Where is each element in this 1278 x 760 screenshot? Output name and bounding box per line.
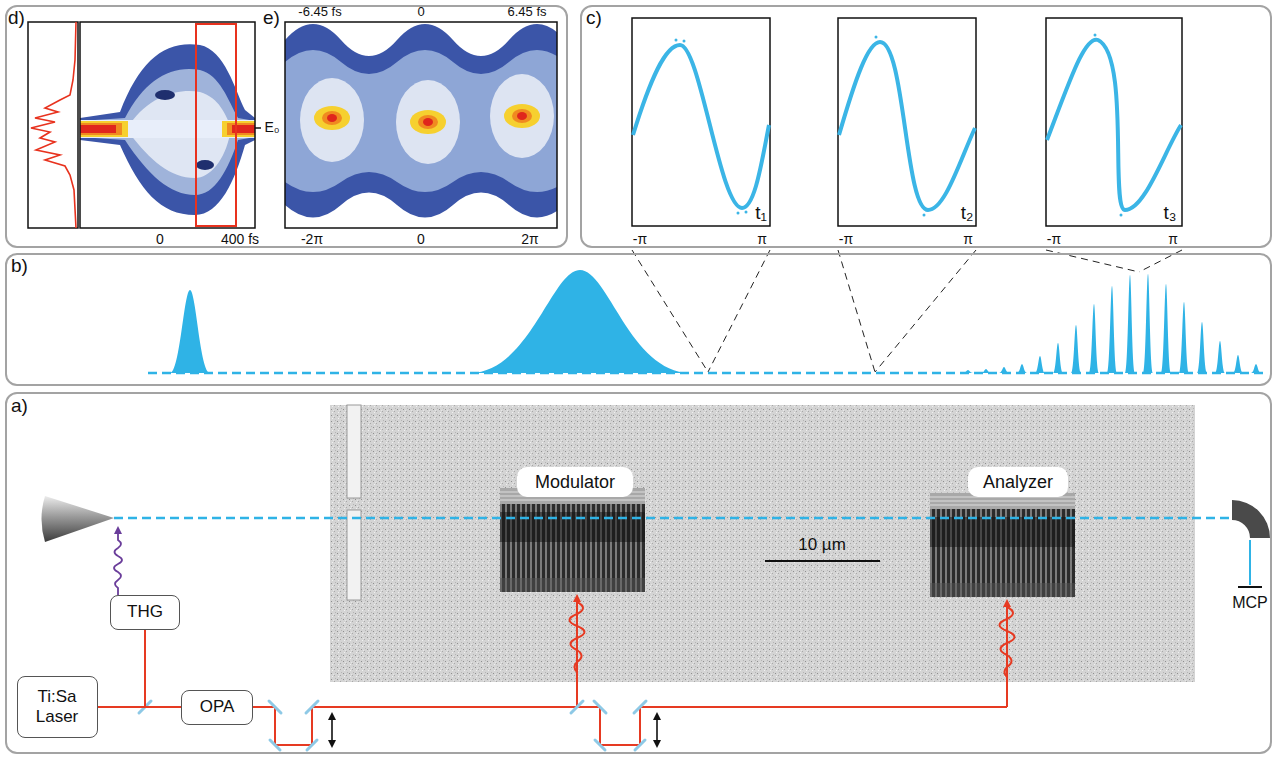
panel-letter: b): [11, 256, 28, 277]
time-label: t₃: [1163, 203, 1176, 224]
projection-lines: [632, 250, 1182, 372]
axis-tick: π: [757, 232, 767, 247]
axis-tick: π: [1168, 232, 1178, 247]
figure-panel: d) e): [5, 5, 568, 248]
delay-arrows: [328, 712, 661, 748]
sem-image: [330, 405, 1195, 682]
text-group: THG: [121, 602, 169, 622]
box-text: Analyzer: [977, 472, 1059, 493]
scale-bar-label: 10 µm: [798, 536, 846, 555]
axis-tick: 400 fs: [221, 232, 259, 247]
energy-spectrogram: [28, 22, 261, 228]
electron-pulses: [148, 270, 1265, 373]
detector: [1232, 500, 1270, 587]
axis-tick: -π: [633, 232, 647, 247]
text-group: Ti:Sa Laser: [18, 687, 97, 726]
axis-tick: -π: [1047, 232, 1061, 247]
axis-tick: π: [963, 232, 973, 247]
phase-spectrogram: [285, 22, 565, 228]
laser-beam: [98, 630, 146, 708]
box-text: Modulator: [529, 472, 621, 493]
figure-panel: a) Modulator AnalyzerTHG Ti:Sa Laser OPA: [5, 392, 1272, 754]
axis-tick: -2π: [301, 232, 323, 247]
phase-space-plots: [632, 18, 1182, 226]
laser-beams: [253, 596, 1015, 745]
detector-label: MCP: [1232, 594, 1268, 612]
axis-tick: 2π: [521, 232, 538, 247]
panel-letter: c): [586, 8, 602, 29]
energy-marker: E₀: [264, 120, 279, 135]
figure-panel: c): [580, 5, 1272, 248]
structure-label: Analyzer: [968, 467, 1068, 497]
laser-box: Ti:Sa Laser: [17, 676, 98, 738]
optics-box: THG: [110, 595, 180, 630]
emitter-tip: [42, 496, 115, 542]
panel-letter: d): [8, 8, 25, 29]
axis-tick: 0: [417, 232, 425, 247]
box-text: THG: [121, 602, 169, 622]
panel-letter: e): [263, 8, 280, 29]
analyzer-structure: [930, 493, 1075, 597]
panel-letter: a): [11, 396, 28, 417]
box-text: Ti:Sa Laser: [18, 687, 97, 726]
time-label: t₂: [961, 203, 974, 224]
figure-panel: b): [5, 253, 1272, 386]
text-group: Modulator: [529, 472, 621, 493]
structure-label: Modulator: [517, 467, 633, 497]
box-text: OPA: [194, 697, 241, 717]
electron-beam: [114, 517, 1232, 520]
text-group: Analyzer: [977, 472, 1059, 493]
time-label: t₁: [755, 203, 767, 224]
text-group: OPA: [194, 697, 241, 717]
uv-pulse: [114, 528, 122, 595]
modulator-structure: [500, 488, 645, 592]
laser-beam: [98, 706, 182, 708]
optics-box: OPA: [181, 690, 253, 725]
axis-tick: -π: [839, 232, 853, 247]
axis-tick: 0: [156, 232, 164, 247]
